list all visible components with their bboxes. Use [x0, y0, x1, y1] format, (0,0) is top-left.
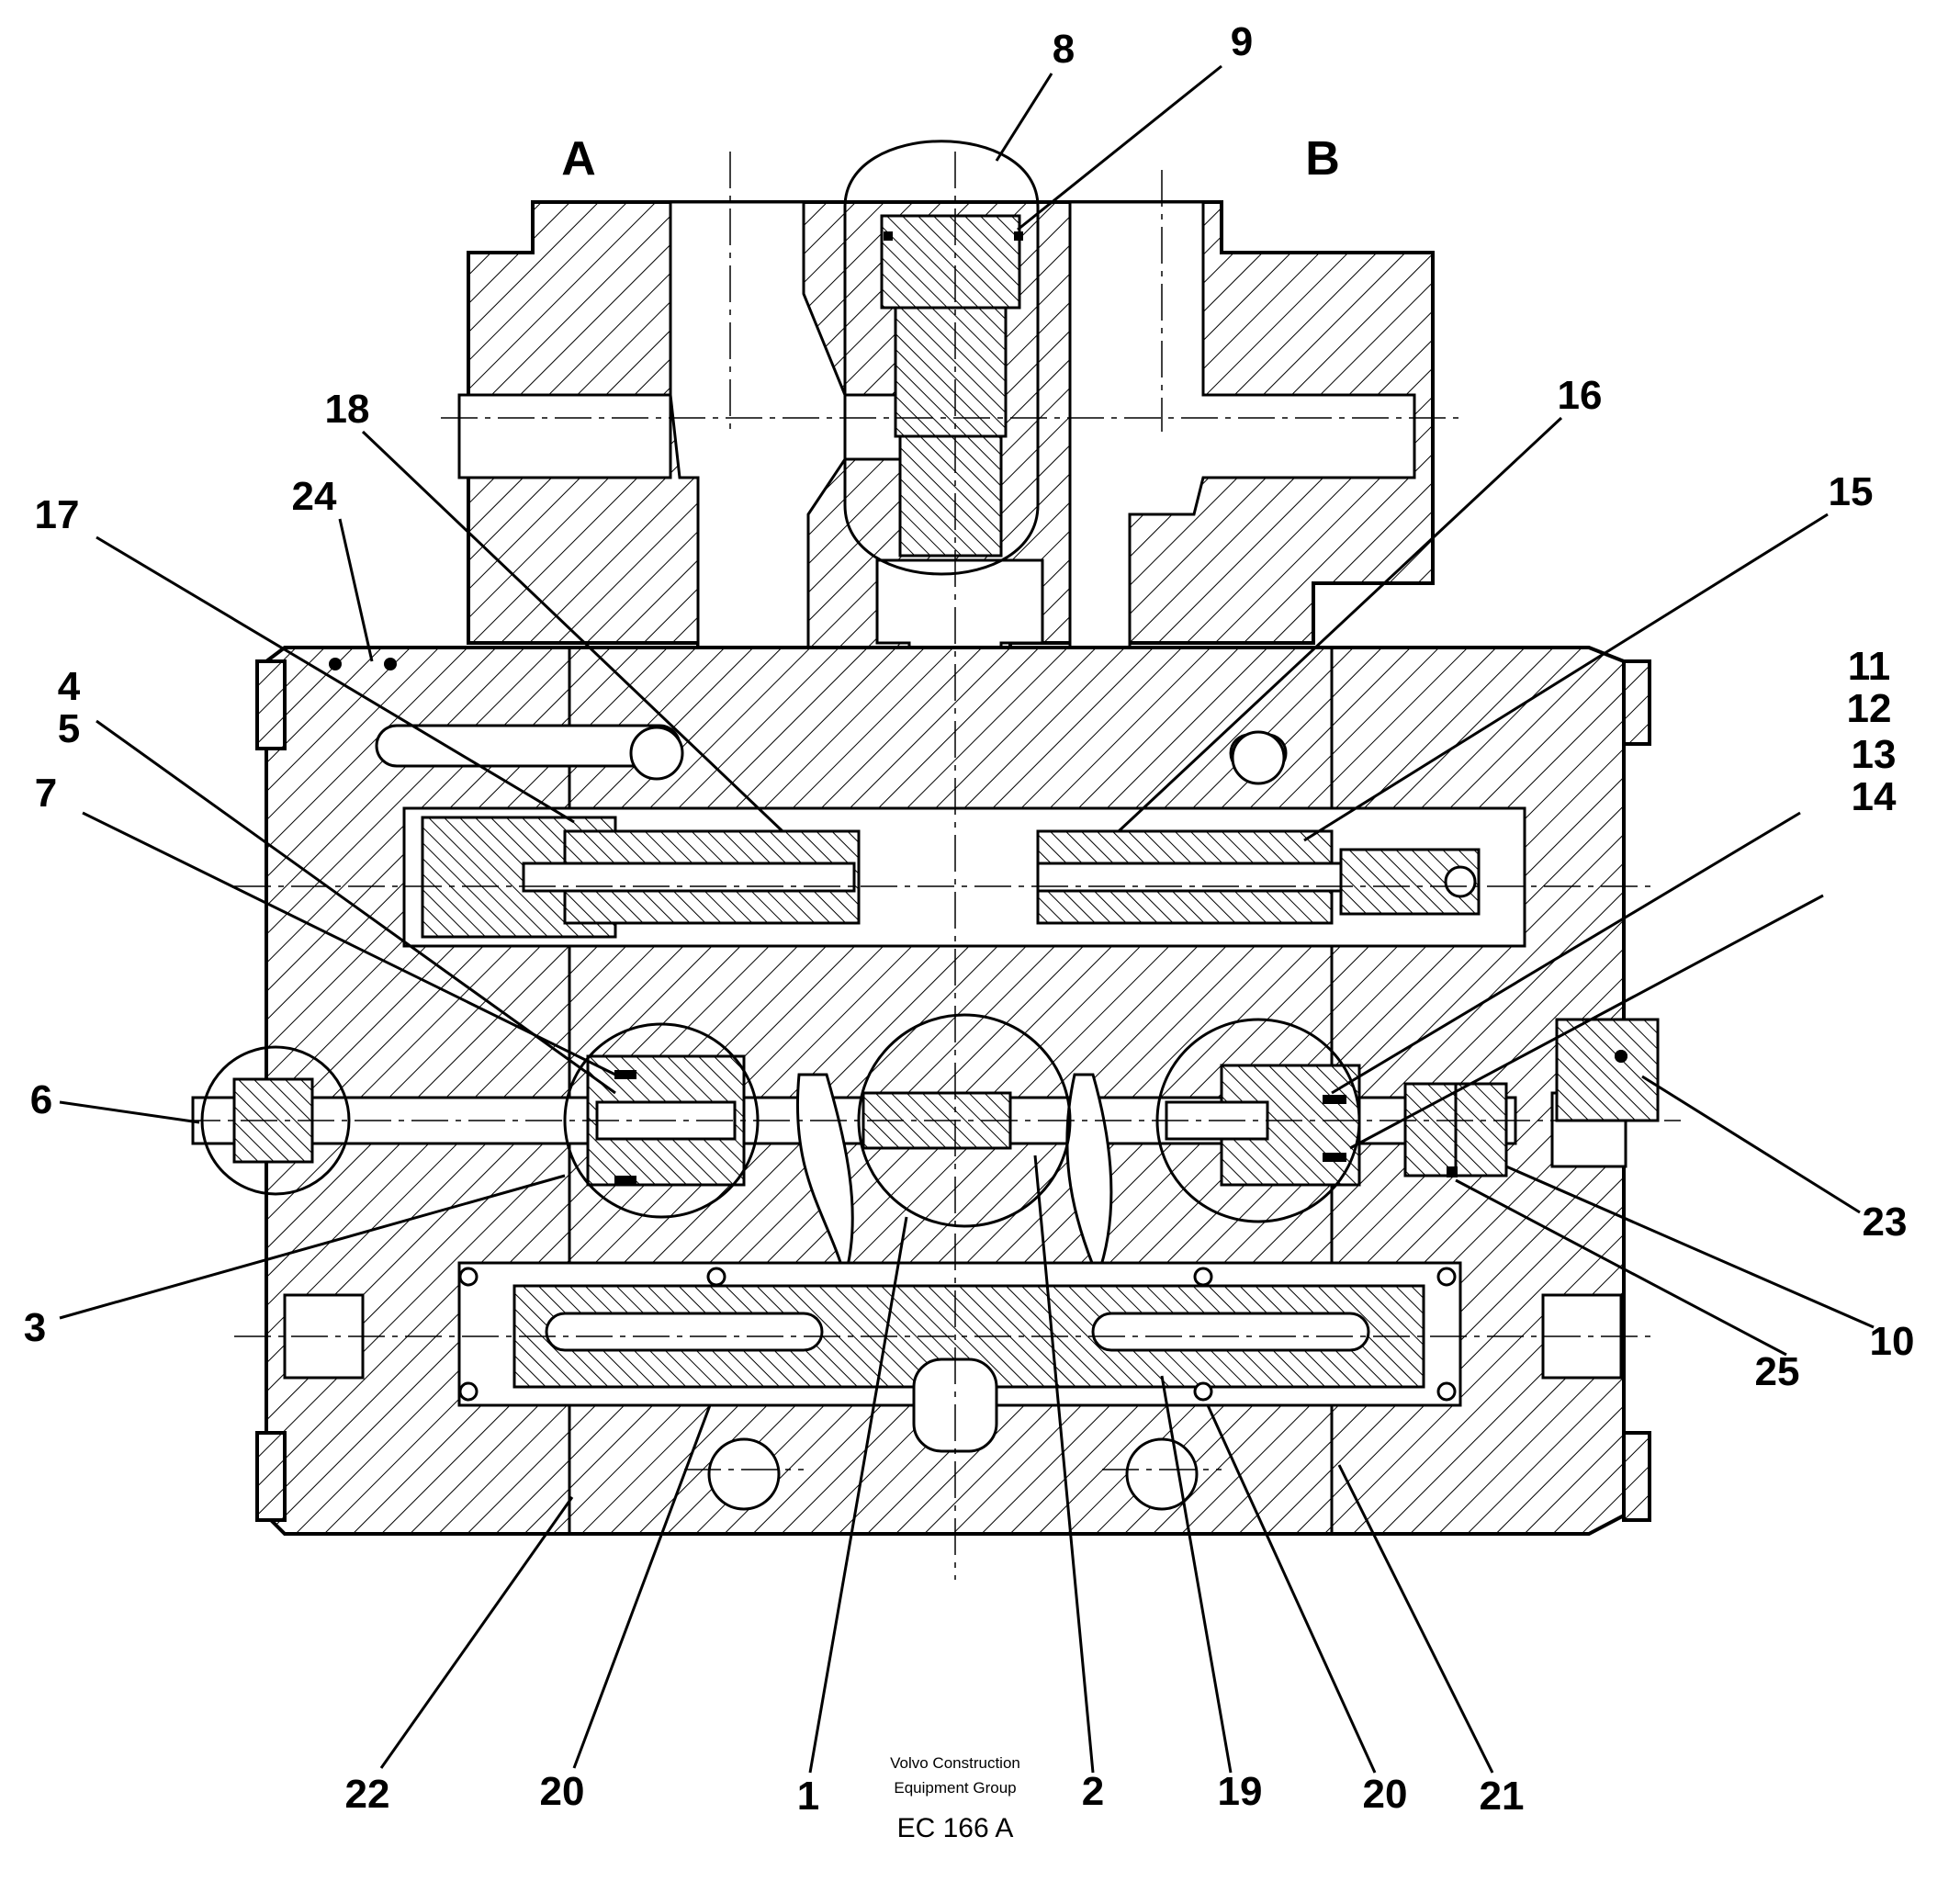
callout-23: 23	[1863, 1200, 1908, 1245]
callout-20-right: 20	[1363, 1772, 1408, 1817]
center-lines	[184, 152, 1681, 1580]
callout-12: 12	[1847, 686, 1892, 731]
callout-17: 17	[35, 492, 80, 537]
callout-10: 10	[1870, 1319, 1915, 1364]
port-b-label: B	[1305, 132, 1340, 186]
callout-1: 1	[797, 1774, 819, 1819]
callout-5: 5	[58, 706, 80, 751]
port-a-label: A	[561, 132, 596, 186]
callout-9: 9	[1231, 19, 1253, 64]
callout-25: 25	[1755, 1349, 1800, 1394]
callout-11: 11	[1848, 644, 1891, 689]
callout-14: 14	[1852, 774, 1897, 819]
upper-pilot-bore	[375, 724, 1526, 948]
callout-21: 21	[1480, 1774, 1525, 1819]
callout-13: 13	[1852, 732, 1897, 777]
callout-22: 22	[345, 1772, 390, 1817]
callout-6: 6	[30, 1077, 52, 1122]
figure-reference: EC 166 A	[897, 1813, 1014, 1843]
credit-line-1: Volvo Construction	[890, 1754, 1020, 1772]
callout-16: 16	[1558, 373, 1603, 418]
callout-3: 3	[24, 1305, 46, 1350]
callout-20-left: 20	[540, 1769, 585, 1814]
callout-15: 15	[1829, 469, 1874, 514]
callout-24: 24	[292, 474, 337, 519]
leader-lines	[59, 64, 1875, 1774]
callout-18: 18	[325, 387, 370, 432]
callout-8: 8	[1053, 27, 1075, 72]
callout-19: 19	[1218, 1769, 1263, 1814]
callout-2: 2	[1082, 1769, 1104, 1814]
callout-7: 7	[35, 771, 57, 816]
credit-line-2: Equipment Group	[894, 1779, 1016, 1797]
callout-4: 4	[58, 664, 81, 709]
